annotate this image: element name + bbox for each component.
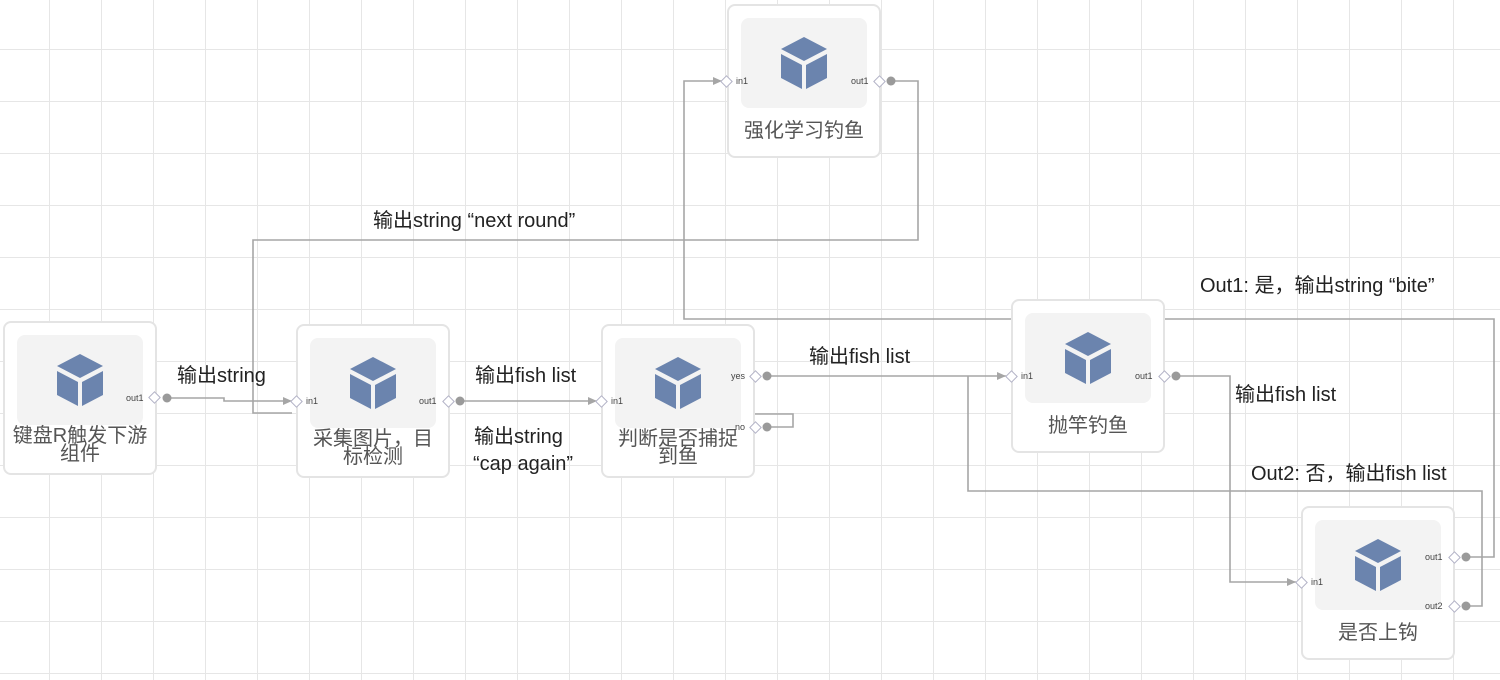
port-label-out1: out1: [419, 396, 437, 406]
node-hooked-check[interactable]: 是否上钩: [1301, 506, 1455, 660]
node-icon-tile: [1315, 520, 1441, 610]
node-title: 是否上钩: [1338, 622, 1418, 644]
node-icon-tile: [615, 338, 741, 428]
node-title: 判断是否捕捉到鱼: [618, 428, 738, 468]
port-label-out1: out1: [851, 76, 869, 86]
node-icon-tile: [310, 338, 436, 428]
port-dot: [1461, 552, 1471, 562]
cube-icon: [350, 357, 396, 409]
node-icon-tile: [741, 18, 867, 108]
port-label-in1: in1: [1311, 577, 1324, 587]
port-label-yes: yes: [731, 371, 746, 381]
wire-keyboard-to-capture: [167, 397, 292, 405]
port-label-in1: in1: [611, 396, 624, 406]
port-label-out1: out1: [1135, 371, 1153, 381]
cube-icon: [655, 357, 701, 409]
node-title: 采集图片，目标检测: [313, 428, 433, 468]
port-label-no: no: [735, 422, 746, 432]
cube-icon: [57, 354, 103, 406]
edge-label-next-round: 输出string “next round”: [373, 210, 576, 232]
edge-label-cast-to-hooked: 输出fish list: [1235, 384, 1337, 406]
wire-cast-to-hooked: [1176, 375, 1296, 586]
edge-label-capture-to-judge: 输出fish list: [475, 365, 577, 387]
port-dot: [162, 393, 172, 403]
port-label-in1: in1: [306, 396, 319, 406]
port-dot: [455, 396, 465, 406]
edge-label-hooked-out1: Out1: 是，输出string “bite”: [1200, 275, 1435, 297]
node-judge-caught[interactable]: 判断是否捕捉到鱼: [601, 324, 755, 478]
node-rl-fishing[interactable]: 强化学习钓鱼: [727, 4, 881, 158]
node-icon-tile: [17, 335, 143, 425]
node-title: 键盘R触发下游组件: [12, 425, 148, 465]
wire-hooked-out2-to-cast: [967, 376, 1483, 607]
port-dot: [886, 76, 896, 86]
edge-label-keyboard-to-capture: 输出string: [177, 365, 266, 387]
edge-label-judge-to-cast: 输出fish list: [809, 346, 911, 368]
cube-icon: [781, 37, 827, 89]
cube-icon: [1065, 332, 1111, 384]
cube-icon: [1355, 539, 1401, 591]
port-dot: [762, 371, 772, 381]
node-title: 抛竿钓鱼: [1048, 415, 1128, 437]
port-label-out1: out1: [1425, 552, 1443, 562]
port-dot: [1171, 371, 1181, 381]
port-dot: [762, 422, 772, 432]
port-label-out1: out1: [126, 393, 144, 403]
node-keyboard-trigger[interactable]: 键盘R触发下游组件: [3, 321, 157, 475]
edge-label-judge-no-line1: 输出string: [474, 426, 563, 448]
edge-label-judge-no-line2: “cap again”: [473, 453, 574, 475]
port-dot: [1461, 601, 1471, 611]
wire-rl-next-round: [252, 80, 919, 414]
node-capture-detect[interactable]: 采集图片，目标检测: [296, 324, 450, 478]
port-label-in1: in1: [736, 76, 749, 86]
node-title: 强化学习钓鱼: [744, 120, 864, 142]
wire-judge-no-loop: [755, 413, 794, 428]
node-icon-tile: [1025, 313, 1151, 403]
edge-label-hooked-out2: Out2: 否，输出fish list: [1251, 463, 1447, 485]
port-label-out2: out2: [1425, 601, 1443, 611]
port-label-in1: in1: [1021, 371, 1034, 381]
